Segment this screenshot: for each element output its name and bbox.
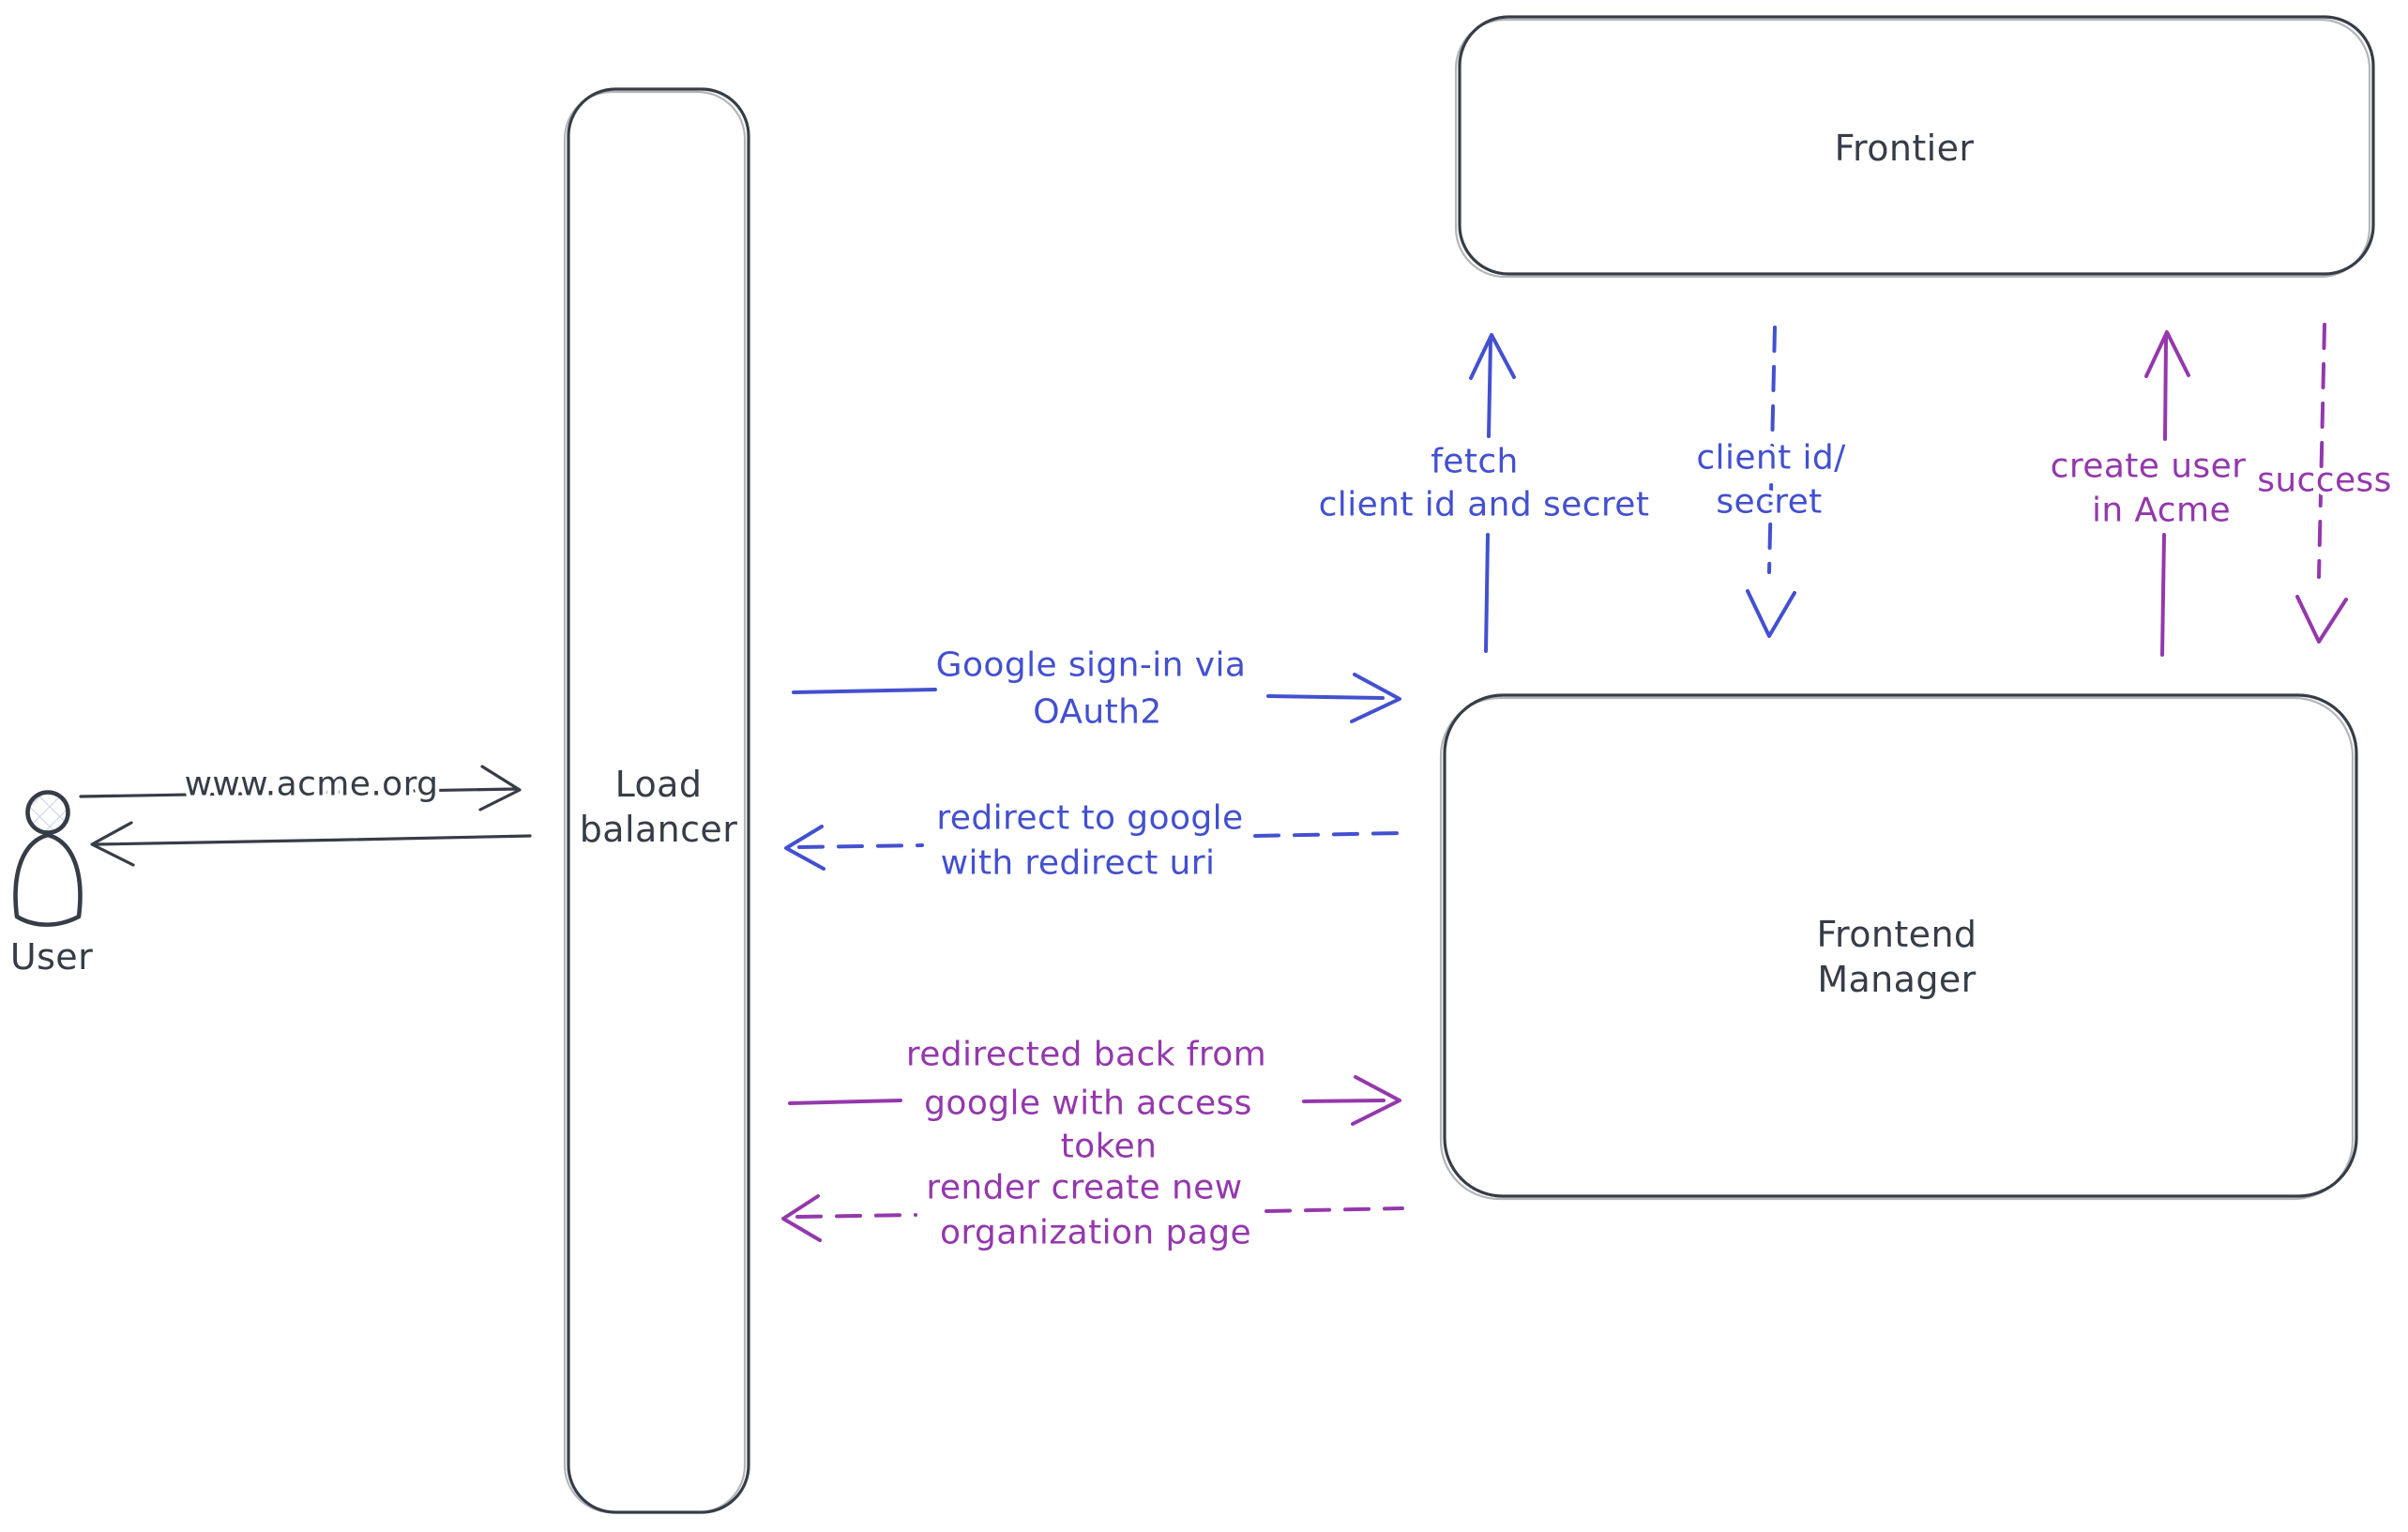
- frontend-manager-box: [1443, 693, 2358, 1198]
- arrow-line-dashed: [1253, 831, 1402, 838]
- frontend-manager-node: Frontend Manager: [1439, 693, 2358, 1201]
- edge-label: www.acme.org: [185, 766, 439, 804]
- frontend-manager-label-line1: Frontend: [1817, 914, 1977, 955]
- arrow-line: [1487, 339, 1492, 438]
- arrowhead-down-icon: [1746, 589, 1796, 638]
- arrow-line-dashed: [797, 843, 924, 849]
- edge-label-line1: Google sign-in via: [936, 646, 1247, 685]
- edge-google-sign-in: Google sign-in via OAuth2: [792, 642, 1401, 736]
- arrowhead-right-icon: [1350, 673, 1401, 723]
- arrow-line: [1266, 694, 1385, 700]
- edge-redirected-back: redirected back from google with access …: [788, 1031, 1401, 1170]
- load-balancer-label-line1: Load: [615, 764, 703, 805]
- user-node: User: [6, 790, 97, 982]
- edge-label-line1: create user: [2051, 447, 2247, 486]
- user-icon-head: [25, 790, 70, 835]
- edge-label-line1: client id/: [1696, 439, 1846, 478]
- edge-label-line2: organization page: [940, 1214, 1251, 1252]
- frontier-label: Frontier: [1835, 128, 1975, 169]
- edge-success: success: [2253, 323, 2396, 644]
- edge-label-line2: secret: [1716, 483, 1822, 522]
- arrowhead-down-icon: [2295, 595, 2348, 644]
- edge-label: success: [2257, 462, 2392, 500]
- edge-label-line2: google with access: [924, 1085, 1252, 1123]
- load-balancer-node: Load balancer: [563, 87, 750, 1514]
- frontier-node: Frontier: [1454, 15, 2375, 279]
- arrow-line-dashed: [1767, 326, 1777, 574]
- arrow-line: [792, 688, 937, 694]
- edge-label-line2: OAuth2: [1033, 693, 1161, 732]
- user-label: User: [10, 936, 93, 978]
- arrowhead-left-icon: [781, 1194, 822, 1242]
- arrowhead-up-icon: [1469, 333, 1516, 380]
- edge-label-line3: token: [1061, 1128, 1158, 1166]
- edge-label-line2: with redirect uri: [941, 844, 1216, 883]
- edge-label-line1: fetch: [1431, 443, 1519, 481]
- frontend-manager-box-sketch: [1439, 696, 2355, 1201]
- arrowhead-right-icon: [1351, 1075, 1401, 1126]
- edge-load-balancer-to-user: [90, 821, 532, 867]
- edge-label-line1: render create new: [926, 1169, 1242, 1207]
- frontier-box-sketch: [1454, 18, 2371, 279]
- frontend-manager-label-line2: Manager: [1817, 959, 1976, 1000]
- edge-create-user: create user in Acme: [2046, 330, 2249, 657]
- arrow-line-dashed: [2317, 323, 2326, 579]
- edge-client-id-secret: client id/ secret: [1692, 326, 1850, 638]
- arrowhead-right-icon: [478, 765, 522, 812]
- arrowhead-up-icon: [2144, 330, 2190, 378]
- arrow-line-dashed: [795, 1213, 917, 1219]
- user-icon-body: [13, 832, 83, 927]
- edge-label-line1: redirect to google: [936, 799, 1243, 838]
- arrowhead-left-icon: [90, 821, 135, 867]
- edge-label-line2: in Acme: [2092, 492, 2231, 530]
- load-balancer-label-line2: balancer: [580, 809, 737, 850]
- load-balancer-box: [567, 87, 750, 1514]
- edge-fetch-client-id: fetch client id and secret: [1314, 333, 1653, 653]
- arrow-line: [788, 1099, 902, 1105]
- edge-render-org-page: render create new organization page: [781, 1164, 1404, 1256]
- frontier-box: [1458, 15, 2375, 276]
- arrow-line: [95, 834, 532, 846]
- arrow-line: [79, 787, 518, 798]
- edge-user-to-load-balancer: www.acme.org: [79, 761, 522, 812]
- edge-redirect-to-google: redirect to google with redirect uri: [784, 795, 1402, 887]
- arrow-line: [1484, 533, 1490, 653]
- arrow-line-dashed: [1265, 1206, 1404, 1213]
- arrowhead-left-icon: [784, 825, 825, 871]
- arrow-line: [2160, 533, 2166, 657]
- arrow-line: [1302, 1099, 1386, 1103]
- edge-label-line2: client id and secret: [1319, 486, 1650, 524]
- edge-label-line1: redirected back from: [906, 1036, 1266, 1074]
- arrow-line: [2163, 336, 2168, 441]
